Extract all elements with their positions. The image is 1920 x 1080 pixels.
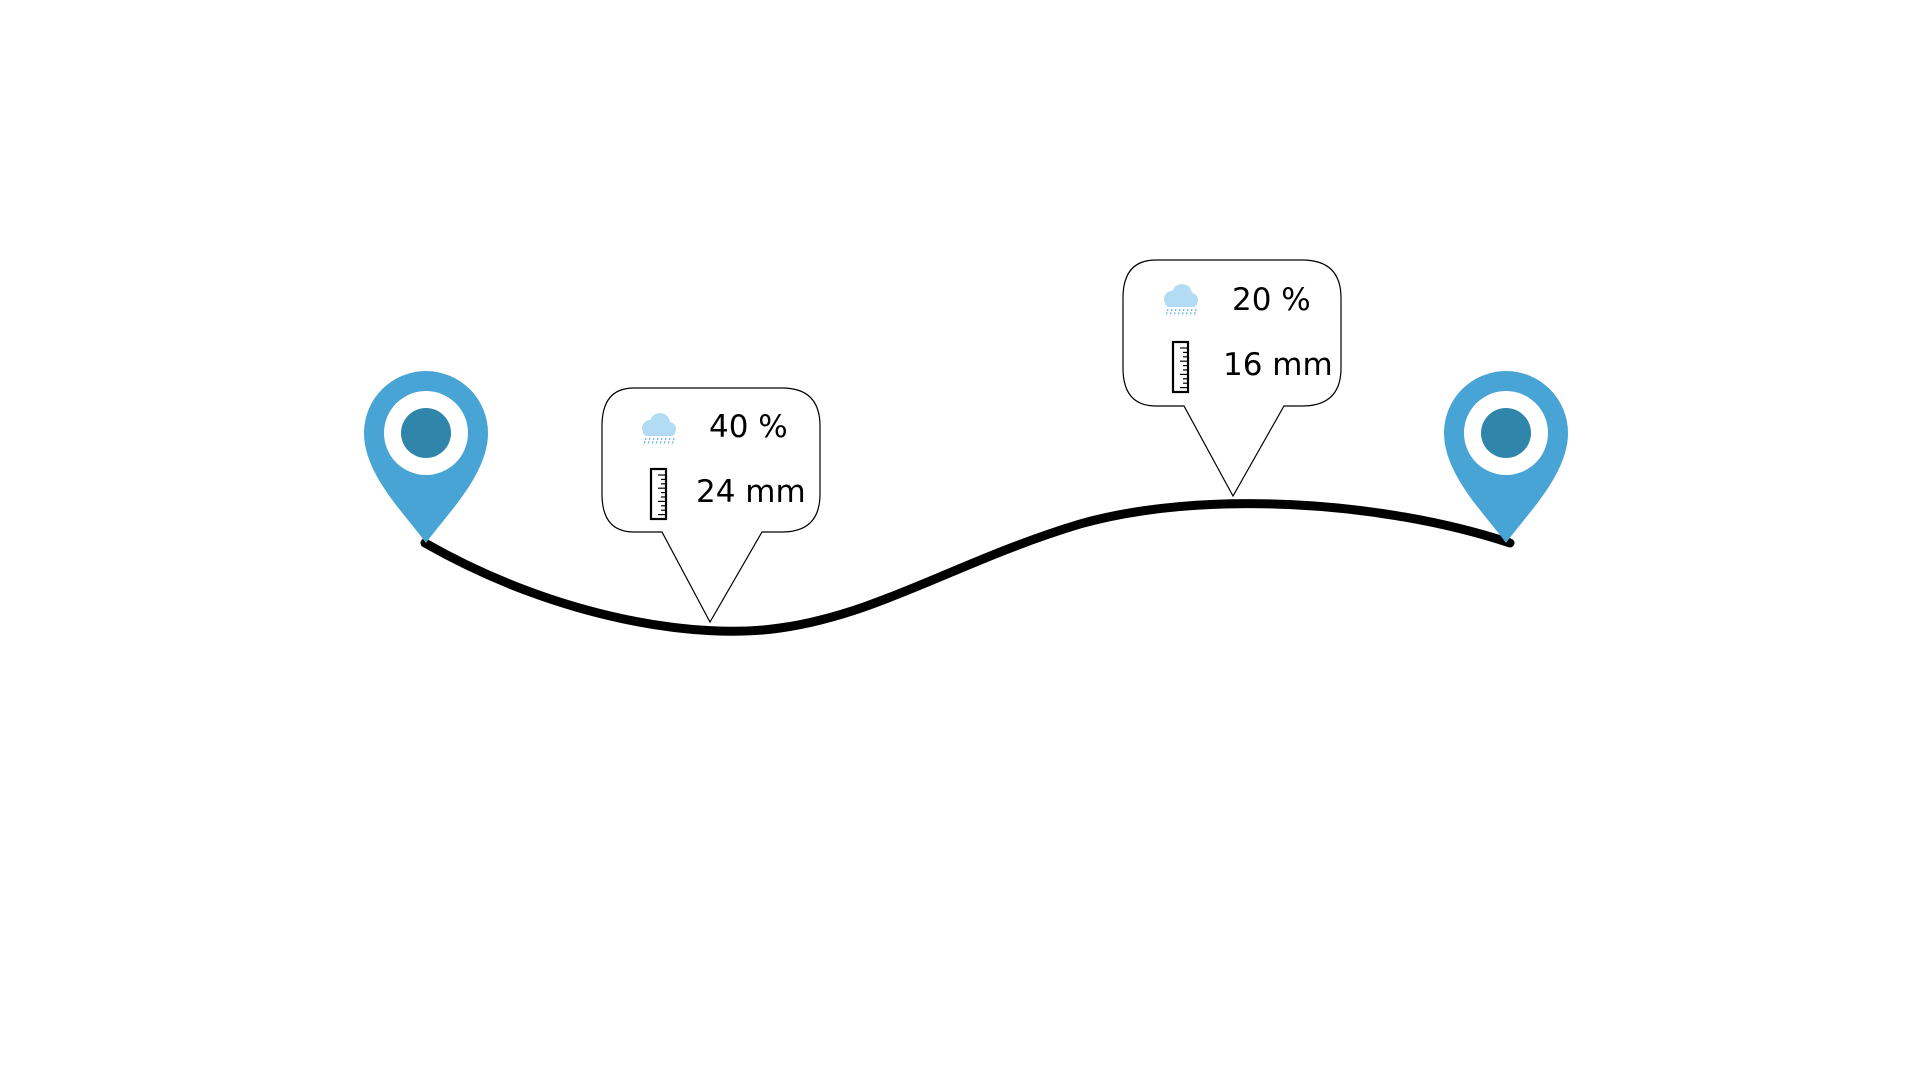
end-pin: [1444, 371, 1568, 543]
pin-center: [401, 408, 451, 458]
weather-callout: 40 % 24 mm: [601, 387, 821, 624]
callout-bubble: [601, 387, 821, 624]
weather-callout: 20 % 16 mm: [1122, 259, 1342, 498]
precipitation-chance: 40 %: [709, 409, 788, 445]
ruler-icon: [649, 467, 668, 521]
ruler-icon: [1171, 340, 1190, 394]
callout-bubble: [1122, 259, 1342, 498]
start-pin: [364, 371, 488, 543]
route-line: [420, 499, 1515, 636]
precipitation-chance: 20 %: [1232, 282, 1311, 318]
rainfall-amount: 24 mm: [696, 474, 806, 510]
pin-center: [1481, 408, 1531, 458]
rain-cloud-icon: [1164, 284, 1198, 317]
rainfall-amount: 16 mm: [1223, 347, 1333, 383]
rain-cloud-icon: [642, 413, 676, 446]
